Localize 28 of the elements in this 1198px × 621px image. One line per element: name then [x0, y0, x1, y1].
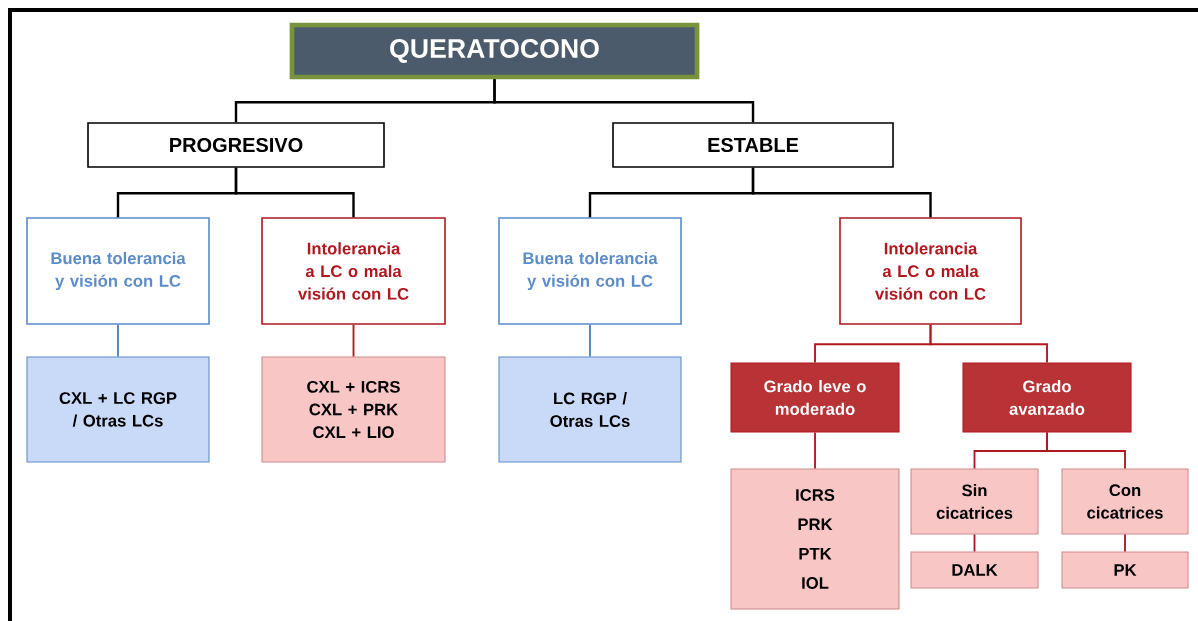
condition-box: Buena tolerancia y visión con LC	[498, 217, 682, 325]
treatment-box: Con cicatrices	[1061, 468, 1189, 535]
connector	[352, 323, 355, 358]
title-box: QUERATOCONO	[289, 22, 700, 80]
condition-box: Buena tolerancia y visión con LC	[26, 217, 210, 325]
treatment-box: LC RGP / Otras LCs	[498, 356, 682, 463]
category-box: ESTABLE	[612, 122, 894, 168]
treatment-box: PK	[1061, 551, 1189, 589]
grade-box: Grado leve o moderado	[730, 362, 900, 433]
connector	[1124, 533, 1126, 553]
connector	[234, 167, 355, 218]
treatment-box: CXL + ICRS CXL + PRK CXL + LIO	[261, 356, 446, 463]
connector	[117, 323, 119, 358]
connector	[589, 323, 591, 358]
connector	[493, 79, 755, 123]
treatment-box: DALK	[910, 551, 1039, 589]
condition-box: Intolerancia a LC o mala visión con LC	[261, 217, 446, 325]
treatment-box: ICRS PRK PTK IOL	[730, 468, 900, 610]
connector	[814, 431, 816, 470]
condition-box: Intolerancia a LC o mala visión con LC	[839, 217, 1022, 325]
grade-box: Grado avanzado	[962, 362, 1132, 433]
connector	[929, 323, 1048, 364]
connector	[1046, 431, 1126, 470]
connector	[973, 533, 976, 553]
treatment-box: Sin cicatrices	[910, 468, 1039, 535]
treatment-box: CXL + LC RGP / Otras LCs	[26, 356, 210, 463]
category-box: PROGRESIVO	[87, 122, 385, 168]
connector	[751, 167, 932, 218]
